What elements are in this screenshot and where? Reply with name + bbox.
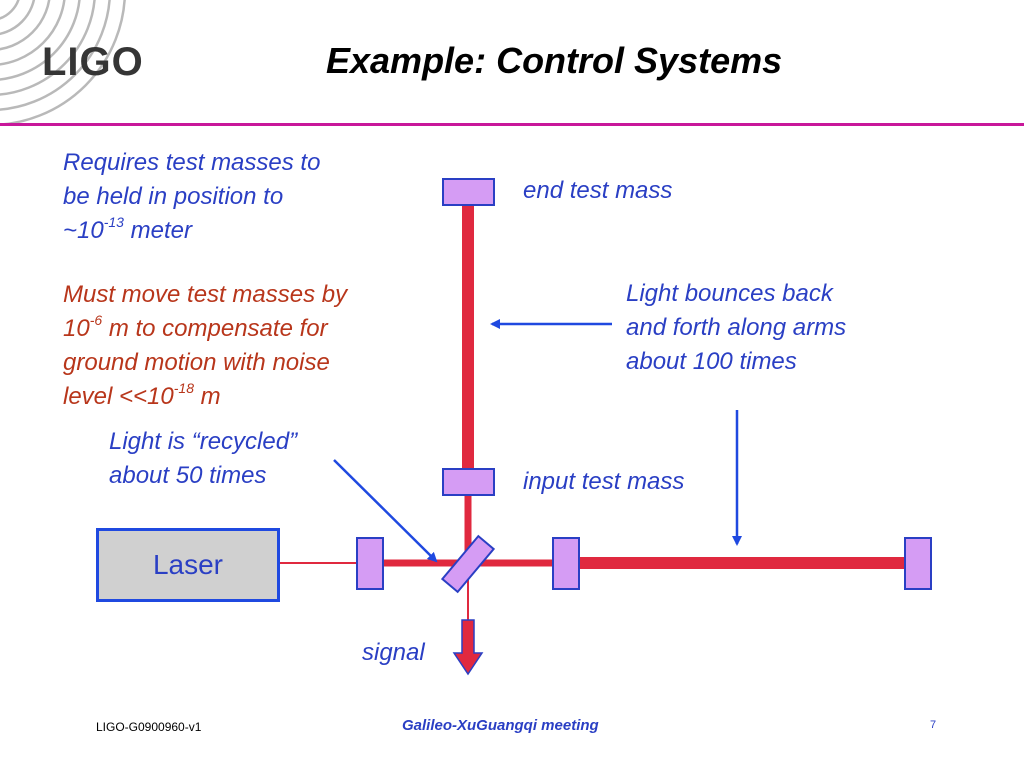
recycled-note: Light is “recycled” about 50 times	[109, 425, 297, 493]
compensation-line-3: ground motion with noise	[63, 349, 330, 376]
footer-doc-id: LIGO-G0900960-v1	[96, 720, 202, 734]
title-divider	[0, 123, 1024, 126]
input-test-mass-mirror-vertical	[442, 468, 495, 496]
end-test-mass-label: end test mass	[523, 177, 673, 204]
requirement-line-1: Requires test masses to	[63, 149, 321, 176]
recycle-pointer-arrow	[333, 459, 438, 563]
ligo-logo: LIGO	[42, 40, 144, 84]
input-test-mass-mirror-horizontal	[552, 537, 580, 590]
footer-page-number: 7	[930, 719, 937, 731]
recycled-line-2: about 50 times	[109, 462, 267, 489]
footer-meeting: Galileo-XuGuangqi meeting	[402, 717, 599, 734]
beam-splitter	[440, 534, 496, 594]
slide-title: Example: Control Systems	[326, 40, 783, 81]
compensation-line-1: Must move test masses by	[63, 281, 348, 308]
laser-label: Laser	[152, 549, 224, 580]
compensation-line-4: level <<10-18 m	[63, 380, 221, 410]
bounces-line-3: about 100 times	[626, 348, 797, 375]
signal-label: signal	[362, 639, 425, 666]
bounces-note: Light bounces back and forth along arms …	[626, 277, 846, 379]
end-test-mass-mirror	[442, 178, 495, 206]
requirement-line-2: be held in position to	[63, 183, 284, 210]
requirement-line-3: ~10-13 meter	[63, 214, 192, 244]
compensation-line-2: 10-6 m to compensate for	[63, 312, 328, 342]
input-test-mass-label: input test mass	[523, 468, 685, 495]
recycling-mirror	[356, 537, 384, 590]
bounces-line-1: Light bounces back	[626, 280, 833, 307]
laser-box: Laser	[96, 528, 280, 602]
requirement-note: Requires test masses to be held in posit…	[63, 146, 320, 248]
compensation-note: Must move test masses by 10-6 m to compe…	[63, 278, 347, 414]
recycled-line-1: Light is “recycled”	[109, 428, 298, 455]
bounces-line-2: and forth along arms	[626, 314, 847, 341]
end-test-mass-mirror-horizontal	[904, 537, 932, 590]
signal-arrow	[452, 619, 484, 676]
